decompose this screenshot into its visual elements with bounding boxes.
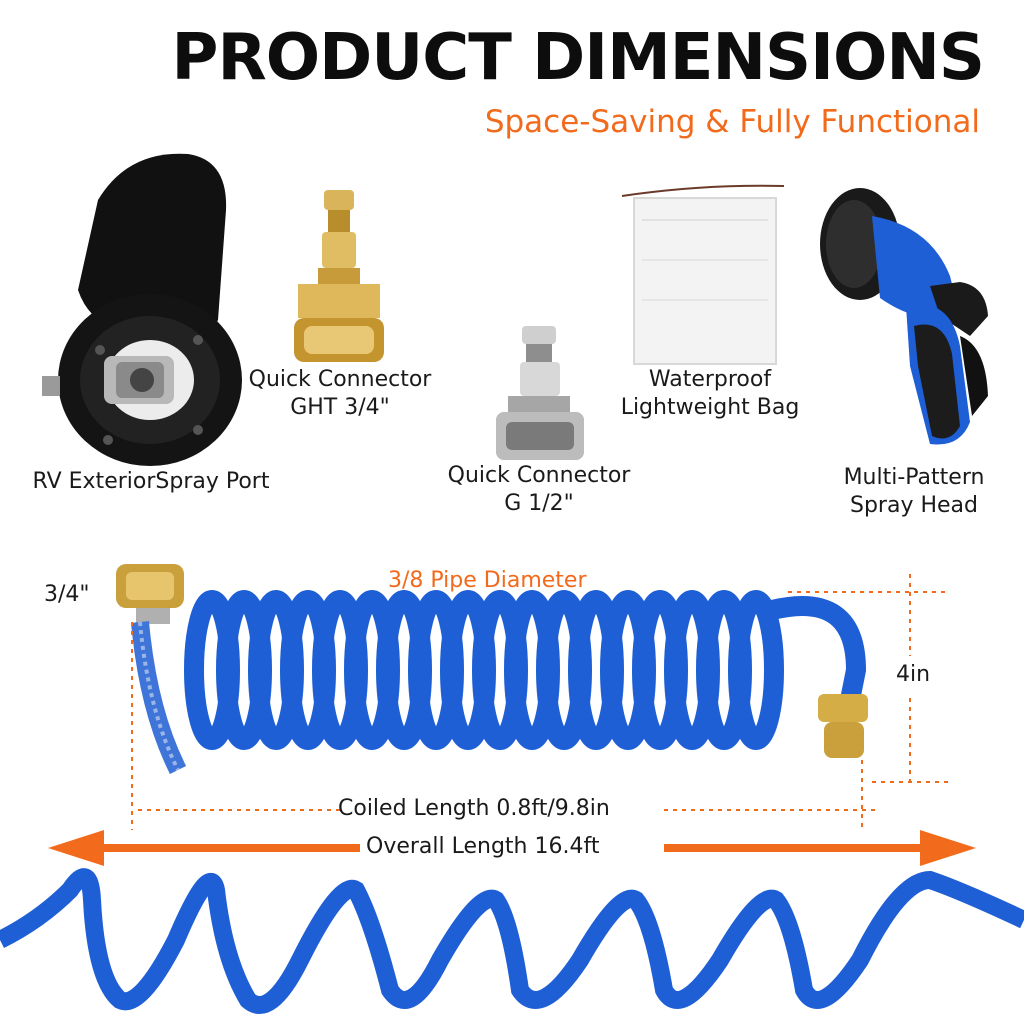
spray-head-label: Multi-Pattern Spray Head xyxy=(843,465,985,518)
bag-image xyxy=(621,184,785,365)
pipe-diameter-label: 3/8 Pipe Diameter xyxy=(388,568,587,593)
coiled-hose-image xyxy=(0,564,1024,1014)
fitting-size-label: 3/4" xyxy=(44,582,90,607)
connector-ght-image xyxy=(294,190,384,362)
overall-length-label: Overall Length 16.4ft xyxy=(366,834,600,859)
bag-label: Waterproof Lightweight Bag xyxy=(620,367,800,420)
coil-height-label: 4in xyxy=(892,662,935,687)
spray-head-image xyxy=(820,188,988,445)
connector-g-image xyxy=(496,326,584,460)
connector-ght-label: Quick Connector GHT 3/4" xyxy=(248,367,432,420)
page-title: PRODUCT DIMENSIONS xyxy=(171,21,985,95)
connector-g-label: Quick Connector G 1/2" xyxy=(447,463,631,516)
spray-port-label: RV ExteriorSpray Port xyxy=(32,469,270,494)
spray-port-image xyxy=(42,153,242,466)
coiled-length-label: Coiled Length 0.8ft/9.8in xyxy=(338,796,610,821)
page-subtitle: Space-Saving & Fully Functional xyxy=(484,104,980,140)
